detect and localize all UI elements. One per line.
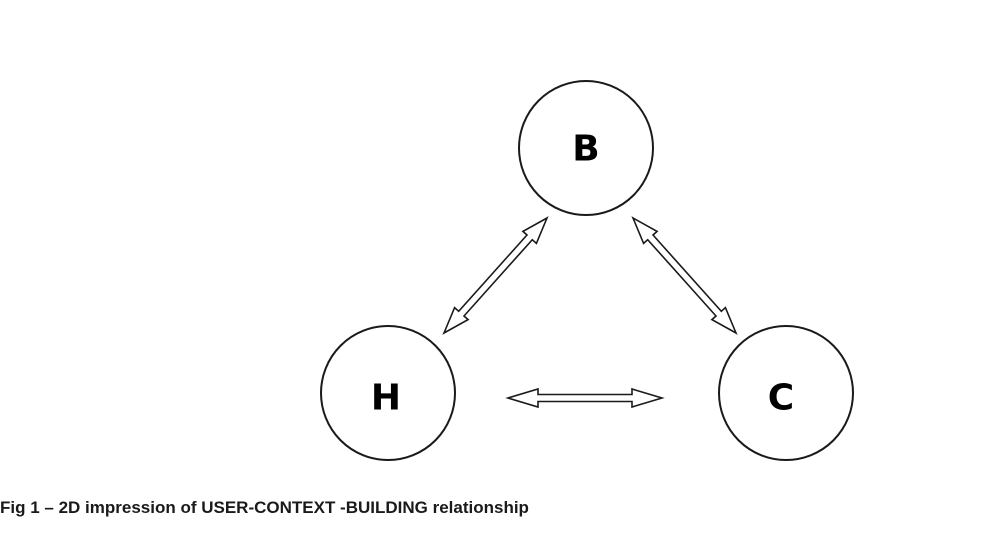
figure-caption: Fig 1 – 2D impression of USER-CONTEXT -B… bbox=[0, 498, 529, 517]
node-b: B bbox=[518, 80, 654, 216]
node-c-circle bbox=[718, 325, 854, 461]
node-h-circle bbox=[320, 325, 456, 461]
node-b-label: B bbox=[572, 129, 599, 170]
double-arrow-b-c bbox=[631, 216, 738, 335]
node-c-label: C bbox=[768, 378, 794, 419]
node-h-label: H bbox=[371, 378, 401, 419]
double-arrow-h-c bbox=[505, 387, 665, 409]
node-c: C bbox=[718, 325, 854, 461]
double-arrow-h-b bbox=[442, 216, 549, 335]
node-b-circle bbox=[518, 80, 654, 216]
node-h: H bbox=[320, 325, 456, 461]
